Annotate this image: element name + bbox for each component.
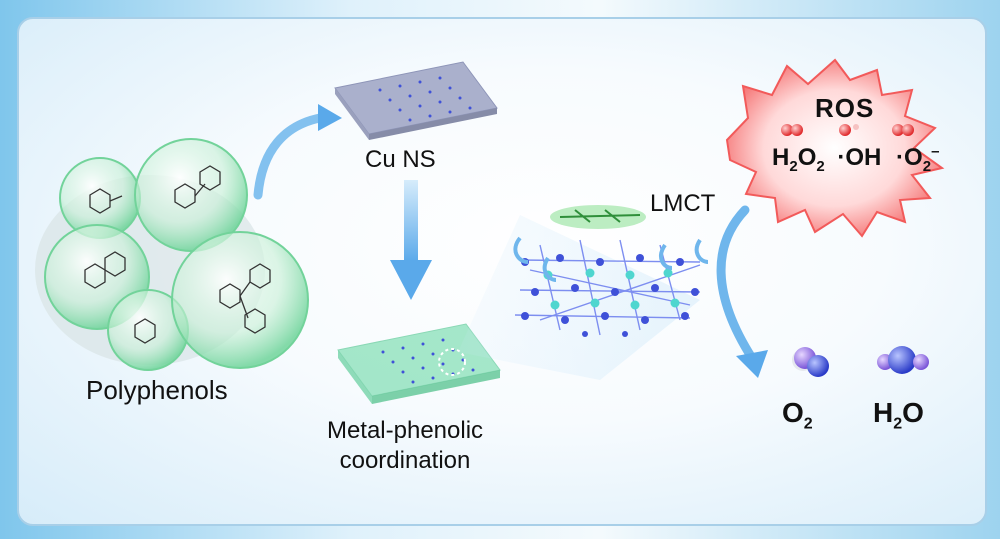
coated-nanosheet: [337, 323, 501, 404]
h2o-label: H2O: [873, 397, 924, 433]
electron-transfer-arrows: [513, 236, 709, 282]
h2o-molecule-icon: [877, 346, 929, 374]
metal-phenolic-line2: coordination: [339, 447, 471, 474]
ros-burst: [725, 58, 945, 238]
zoom-beam: [458, 215, 700, 380]
down-arrow: [390, 180, 432, 300]
polyphenol-spheres: [44, 138, 309, 371]
lmct-label: LMCT: [650, 190, 716, 217]
polyphenols-label: Polyphenols: [86, 375, 228, 405]
o2-molecule-icon: [792, 347, 829, 377]
superoxide-species: ·O2–: [896, 143, 940, 175]
o2-label: O2: [782, 397, 813, 433]
coordination-structure: [514, 205, 701, 337]
curved-arrow-head: [318, 104, 342, 131]
hydroxyl-radical-species: ·OH: [837, 144, 882, 171]
h2o2-species: H2O2: [772, 144, 825, 175]
cu-ns-label: Cu NS: [365, 146, 436, 173]
lmct-arrow: [716, 205, 757, 363]
metal-phenolic-coordination-label: Metal-phenolic coordination: [305, 416, 505, 476]
ros-molecule-icons: [781, 124, 914, 136]
cu-nanosheet: [334, 61, 498, 140]
lmct-arrow-head: [736, 350, 768, 378]
metal-phenolic-line1: Metal-phenolic: [326, 417, 484, 444]
ros-title: ROS: [815, 93, 875, 123]
ros-species-row: H2O2 ·OH ·O2–: [772, 143, 939, 175]
curved-arrow-to-cuns: [253, 113, 325, 200]
